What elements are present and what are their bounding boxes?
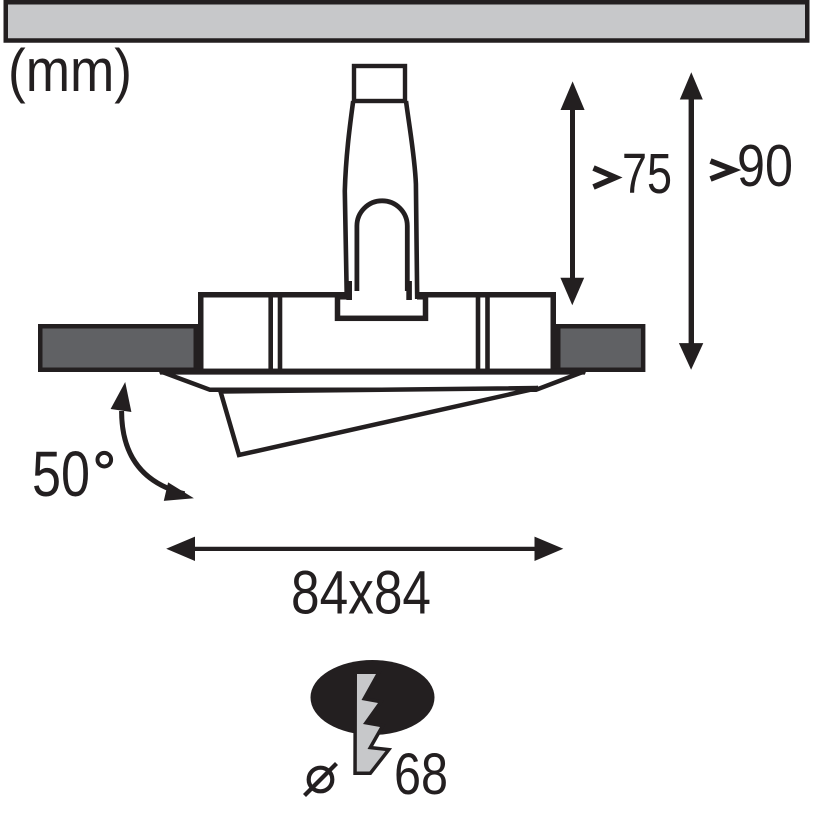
svg-text:(mm): (mm) — [8, 37, 132, 104]
svg-text:84x84: 84x84 — [291, 559, 431, 627]
svg-text:75: 75 — [622, 142, 672, 206]
svg-text:68: 68 — [394, 742, 448, 807]
svg-text:50: 50 — [32, 438, 90, 510]
svg-text:90: 90 — [737, 133, 793, 199]
